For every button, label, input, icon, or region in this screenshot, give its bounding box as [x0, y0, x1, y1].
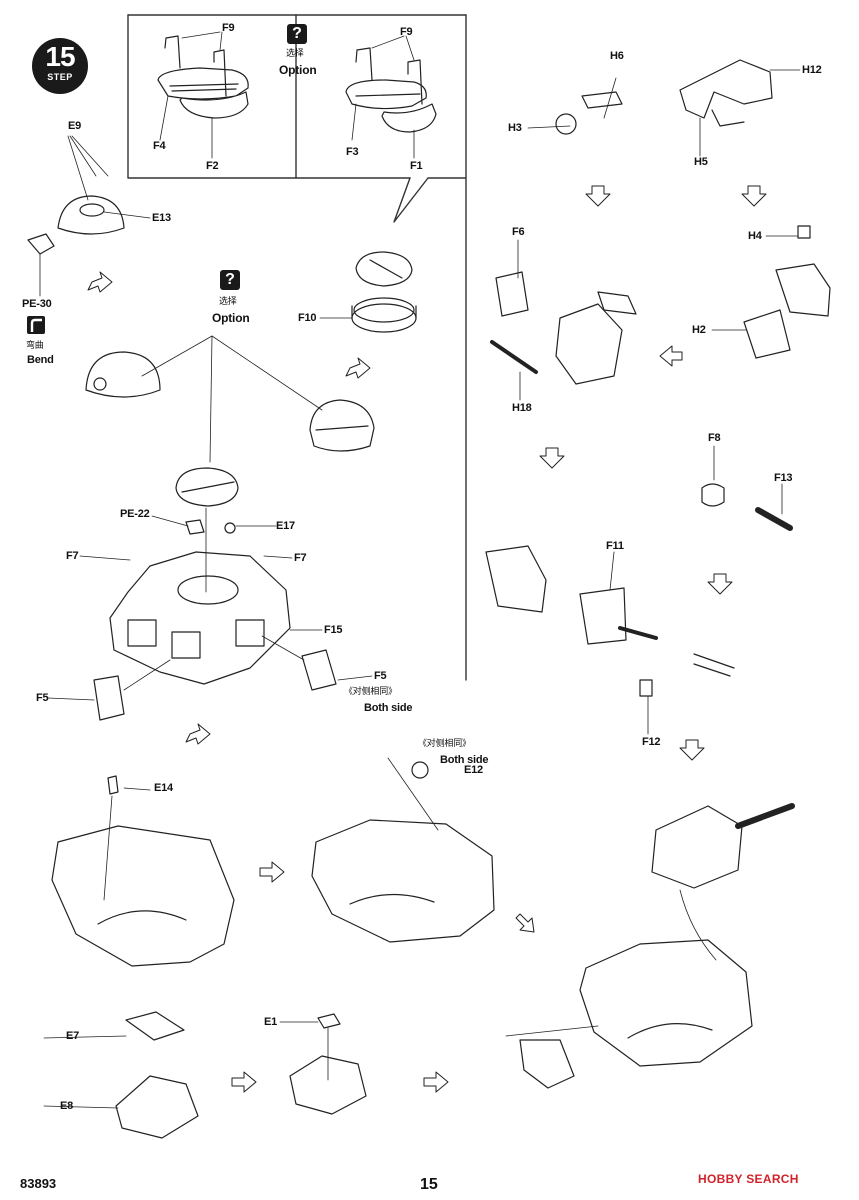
part-label-f6: F6	[512, 226, 525, 238]
both-side-en-upper: Both side	[364, 702, 413, 714]
part-label-f7: F7	[66, 550, 79, 562]
part-label-f12: F12	[642, 736, 661, 748]
hatch-f2-f4	[157, 31, 249, 159]
both-side-cn-lower: 《对侧相同》	[418, 739, 471, 749]
bend-en: Bend	[27, 354, 54, 366]
bend-icon	[27, 316, 45, 334]
part-label-e12: E12	[464, 764, 483, 776]
part-label-e14: E14	[154, 782, 173, 794]
part-label-f15: F15	[324, 624, 343, 636]
ring-f10	[351, 251, 417, 333]
part-label-f7-b: F7	[294, 552, 307, 564]
part-label-f5: F5	[36, 692, 49, 704]
part-label-f10: F10	[298, 312, 317, 324]
part-label-h2: H2	[692, 324, 706, 336]
option-domes	[85, 335, 375, 463]
both-side-en-lower: Both side	[440, 754, 489, 766]
step-number: 15	[45, 41, 75, 72]
panel-frames	[127, 14, 467, 681]
hull-assemblies	[51, 757, 795, 1139]
step-badge: 15 STEP	[32, 38, 88, 94]
part-label-f11: F11	[606, 540, 624, 552]
part-label-f3: F3	[346, 146, 359, 158]
option-question-icon-middle: ?	[220, 270, 240, 290]
part-label-e9: E9	[68, 120, 82, 132]
part-label-f4: F4	[153, 140, 166, 152]
part-label-h12: H12	[802, 64, 822, 76]
part-label-h18: H18	[512, 402, 532, 414]
option-cn-top: 选择	[286, 49, 304, 59]
step-word: STEP	[47, 72, 73, 82]
part-label-h4: H4	[748, 230, 762, 242]
step-arrows	[87, 185, 767, 1093]
part-label-h5: H5	[694, 156, 708, 168]
part-label-e1: E1	[264, 1016, 278, 1028]
part-label-h6: H6	[610, 50, 624, 62]
part-label-e13: E13	[152, 212, 171, 224]
option-en-middle: Option	[212, 311, 250, 325]
leader-lines	[43, 69, 801, 1109]
part-label-e17: E17	[276, 520, 295, 532]
part-label-e7: E7	[66, 1030, 80, 1042]
watermark: HOBBY SEARCH	[698, 1172, 799, 1186]
part-label-f8: F8	[708, 432, 721, 444]
part-label-h3: H3	[508, 122, 522, 134]
page-number: 15	[420, 1176, 438, 1193]
both-side-cn-upper: 《对侧相同》	[344, 687, 397, 697]
option-cn-middle: 选择	[219, 297, 237, 307]
part-label-f2: F2	[206, 160, 219, 172]
part-label-pe30: PE-30	[22, 298, 52, 310]
part-label-f9: F9	[222, 22, 235, 34]
gun-assemblies	[485, 59, 831, 697]
cupola-e13	[27, 135, 125, 297]
kit-code: 83893	[20, 1176, 57, 1191]
part-label-f1: F1	[410, 160, 423, 172]
part-label-e8: E8	[60, 1100, 74, 1112]
turret-f15	[93, 467, 337, 721]
part-label-f13: F13	[774, 472, 793, 484]
hatch-f1-f3	[345, 35, 437, 159]
bend-cn: 弯曲	[26, 341, 44, 351]
option-en-top: Option	[279, 63, 317, 77]
option-question-icon: ?	[287, 24, 307, 44]
part-label-f5-b: F5	[374, 670, 387, 682]
part-label-f9-b: F9	[400, 26, 413, 38]
part-label-pe22: PE-22	[120, 508, 150, 520]
